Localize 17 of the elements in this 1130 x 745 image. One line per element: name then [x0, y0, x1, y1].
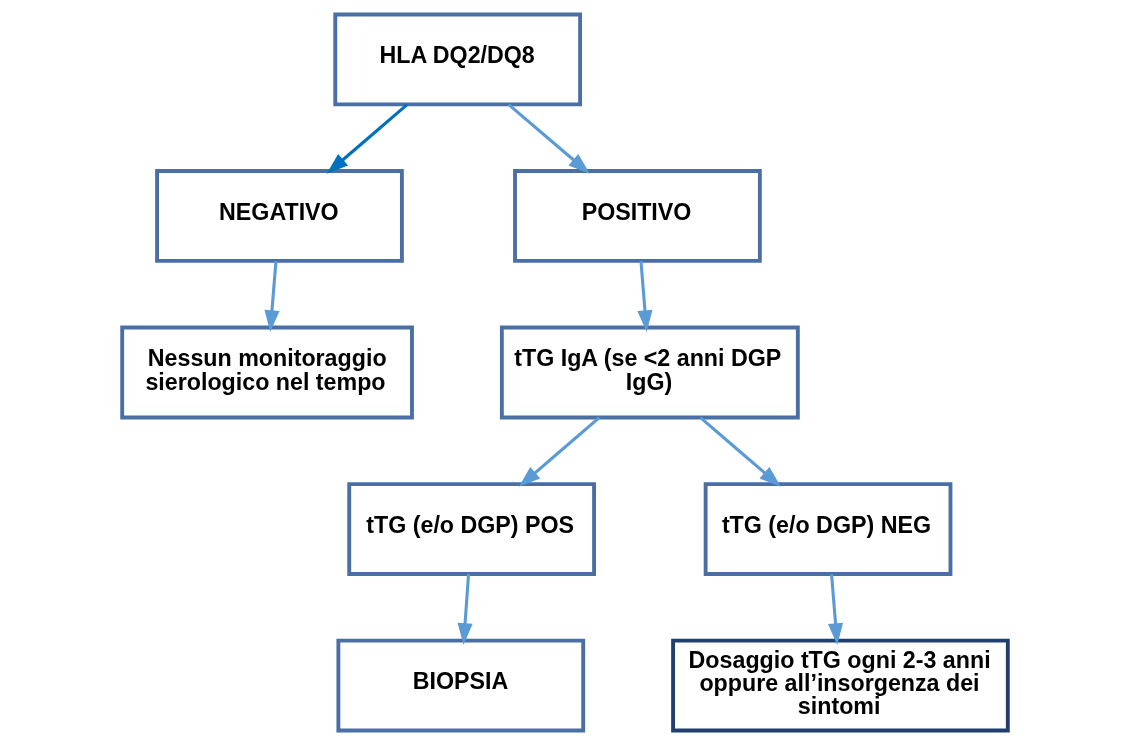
- node-box: tTG (e/o DGP) POS: [347, 482, 596, 576]
- arrow: [507, 103, 590, 174]
- arrow: [699, 416, 781, 487]
- arrow: [457, 574, 473, 645]
- node-box: tTG IgA (se <2 anni DGP IgG): [499, 325, 800, 420]
- node-box: HLA DQ2/DQ8: [333, 12, 583, 107]
- arrow: [827, 573, 844, 645]
- arrow: [637, 260, 653, 332]
- node-box: tTG (e/o DGP) NEG: [703, 482, 953, 576]
- node-box: Dosaggio tTG ogni 2-3 anni oppure all’insorgenza dei sintomi: [671, 638, 1010, 733]
- arrow: [518, 416, 601, 487]
- arrow: [264, 260, 280, 332]
- node-box: NEGATIVO: [155, 169, 404, 263]
- node-box: Nessun monitoraggio sierologico nel tempo: [120, 325, 414, 420]
- node-box: BIOPSIA: [336, 638, 586, 733]
- arrow: [326, 103, 409, 174]
- node-box: POSITIVO: [513, 169, 762, 263]
